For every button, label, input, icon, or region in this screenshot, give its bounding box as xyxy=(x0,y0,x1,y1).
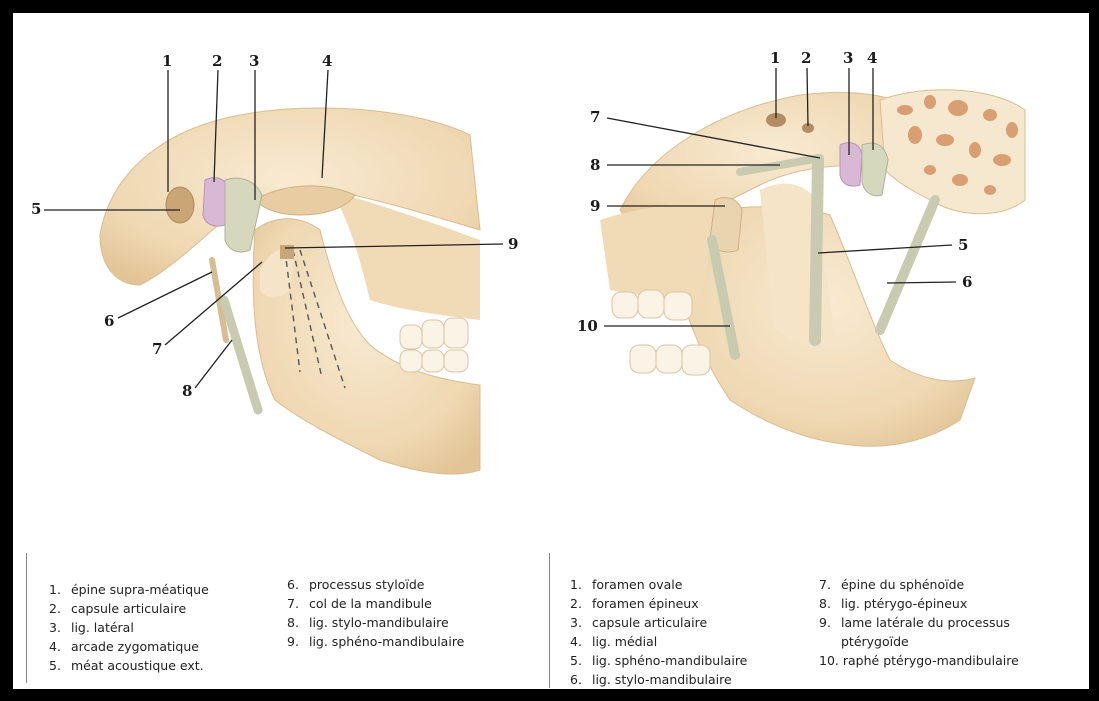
medial-ligament-right xyxy=(862,143,888,196)
articular-capsule-left xyxy=(203,178,228,226)
right-label-5: 5 xyxy=(958,236,968,254)
right-label-3: 3 xyxy=(843,49,853,67)
stylomandibular-ligament-left xyxy=(224,300,258,410)
right-figure-medial-view: 1 2 3 4 7 8 9 5 6 10 xyxy=(577,49,1025,446)
legend-item: 7. col de la mandibule xyxy=(287,594,464,613)
legend-divider-left xyxy=(26,553,27,683)
legend-item: 1. épine supra-méatique xyxy=(49,580,209,599)
legend-item: 6. lig. stylo-mandibulaire xyxy=(570,670,747,689)
legend-item: 9. lig. sphéno-mandibulaire xyxy=(287,632,464,651)
legend-item: 6. processus styloïde xyxy=(287,575,464,594)
legend-item: 2. capsule articulaire xyxy=(49,599,209,618)
right-label-8: 8 xyxy=(590,156,600,174)
stylomandibular-ligament-right xyxy=(880,200,935,330)
legend-item: 3. lig. latéral xyxy=(49,618,209,637)
legend-item: 3. capsule articulaire xyxy=(570,613,747,632)
legend-item: 8. lig. ptérygo-épineux xyxy=(819,594,1019,613)
figure-frame: 1 2 3 4 5 6 7 8 9 xyxy=(13,13,1089,689)
lingula-left xyxy=(280,245,294,259)
legend-item: 1. foramen ovale xyxy=(570,575,747,594)
legend-left-col1: 1. épine supra-méatique 2. capsule artic… xyxy=(49,580,209,675)
external-acoustic-meatus xyxy=(166,187,194,223)
legend-item: 9. lame latérale du processus xyxy=(819,613,1019,632)
right-label-10: 10 xyxy=(577,317,598,335)
left-label-9: 9 xyxy=(508,235,518,253)
legend-item: 4. lig. médial xyxy=(570,632,747,651)
left-label-8: 8 xyxy=(182,382,192,400)
maxilla-right xyxy=(600,204,720,300)
legend-left-col2: 6. processus styloïde 7. col de la mandi… xyxy=(287,575,464,651)
teeth-left xyxy=(400,318,468,372)
left-label-3: 3 xyxy=(249,52,259,70)
legend-item: 2. foramen épineux xyxy=(570,594,747,613)
legend-item: 7. épine du sphénoïde xyxy=(819,575,1019,594)
left-label-2: 2 xyxy=(212,52,222,70)
right-label-4: 4 xyxy=(867,49,877,67)
legend-item: 5. méat acoustique ext. xyxy=(49,656,209,675)
right-label-1: 1 xyxy=(770,49,780,67)
left-label-5: 5 xyxy=(31,200,41,218)
legend-item: 5. lig. sphéno-mandibulaire xyxy=(570,651,747,670)
right-label-9: 9 xyxy=(590,197,600,215)
articular-capsule-right xyxy=(840,143,862,186)
legend-right-col1: 1. foramen ovale 2. foramen épineux 3. c… xyxy=(570,575,747,689)
left-label-7: 7 xyxy=(152,340,162,358)
legend-item: 10. raphé ptérygo-mandibulaire xyxy=(819,651,1019,670)
legend-item: ptérygoïde xyxy=(819,632,1019,651)
legend-divider-right xyxy=(549,553,550,688)
left-figure-lateral-view: 1 2 3 4 5 6 7 8 9 xyxy=(31,52,518,474)
right-label-2: 2 xyxy=(801,49,811,67)
sphenomandibular-ligament-right xyxy=(815,160,818,340)
legend-item: 8. lig. stylo-mandibulaire xyxy=(287,613,464,632)
left-label-1: 1 xyxy=(162,52,172,70)
left-label-4: 4 xyxy=(322,52,332,70)
legend-right-col2: 7. épine du sphénoïde 8. lig. ptérygo-ép… xyxy=(819,575,1019,670)
legend-item: 4. arcade zygomatique xyxy=(49,637,209,656)
right-label-7: 7 xyxy=(590,108,600,126)
right-label-6: 6 xyxy=(962,273,972,291)
left-label-6: 6 xyxy=(104,312,114,330)
